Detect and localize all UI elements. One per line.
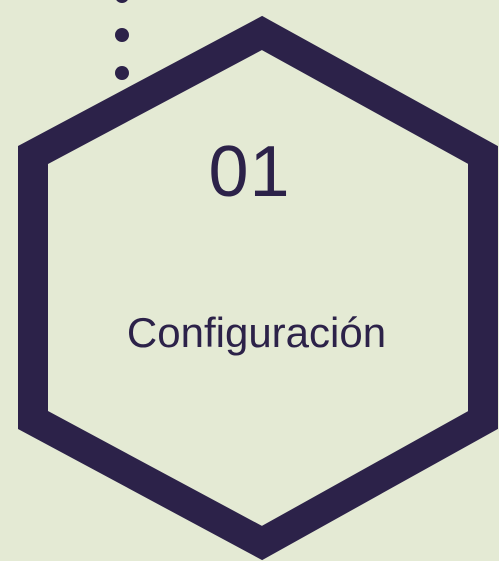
- hexagon-outline: [18, 15, 498, 561]
- step-label: Configuración: [126, 309, 387, 356]
- step-number: 01: [208, 132, 291, 212]
